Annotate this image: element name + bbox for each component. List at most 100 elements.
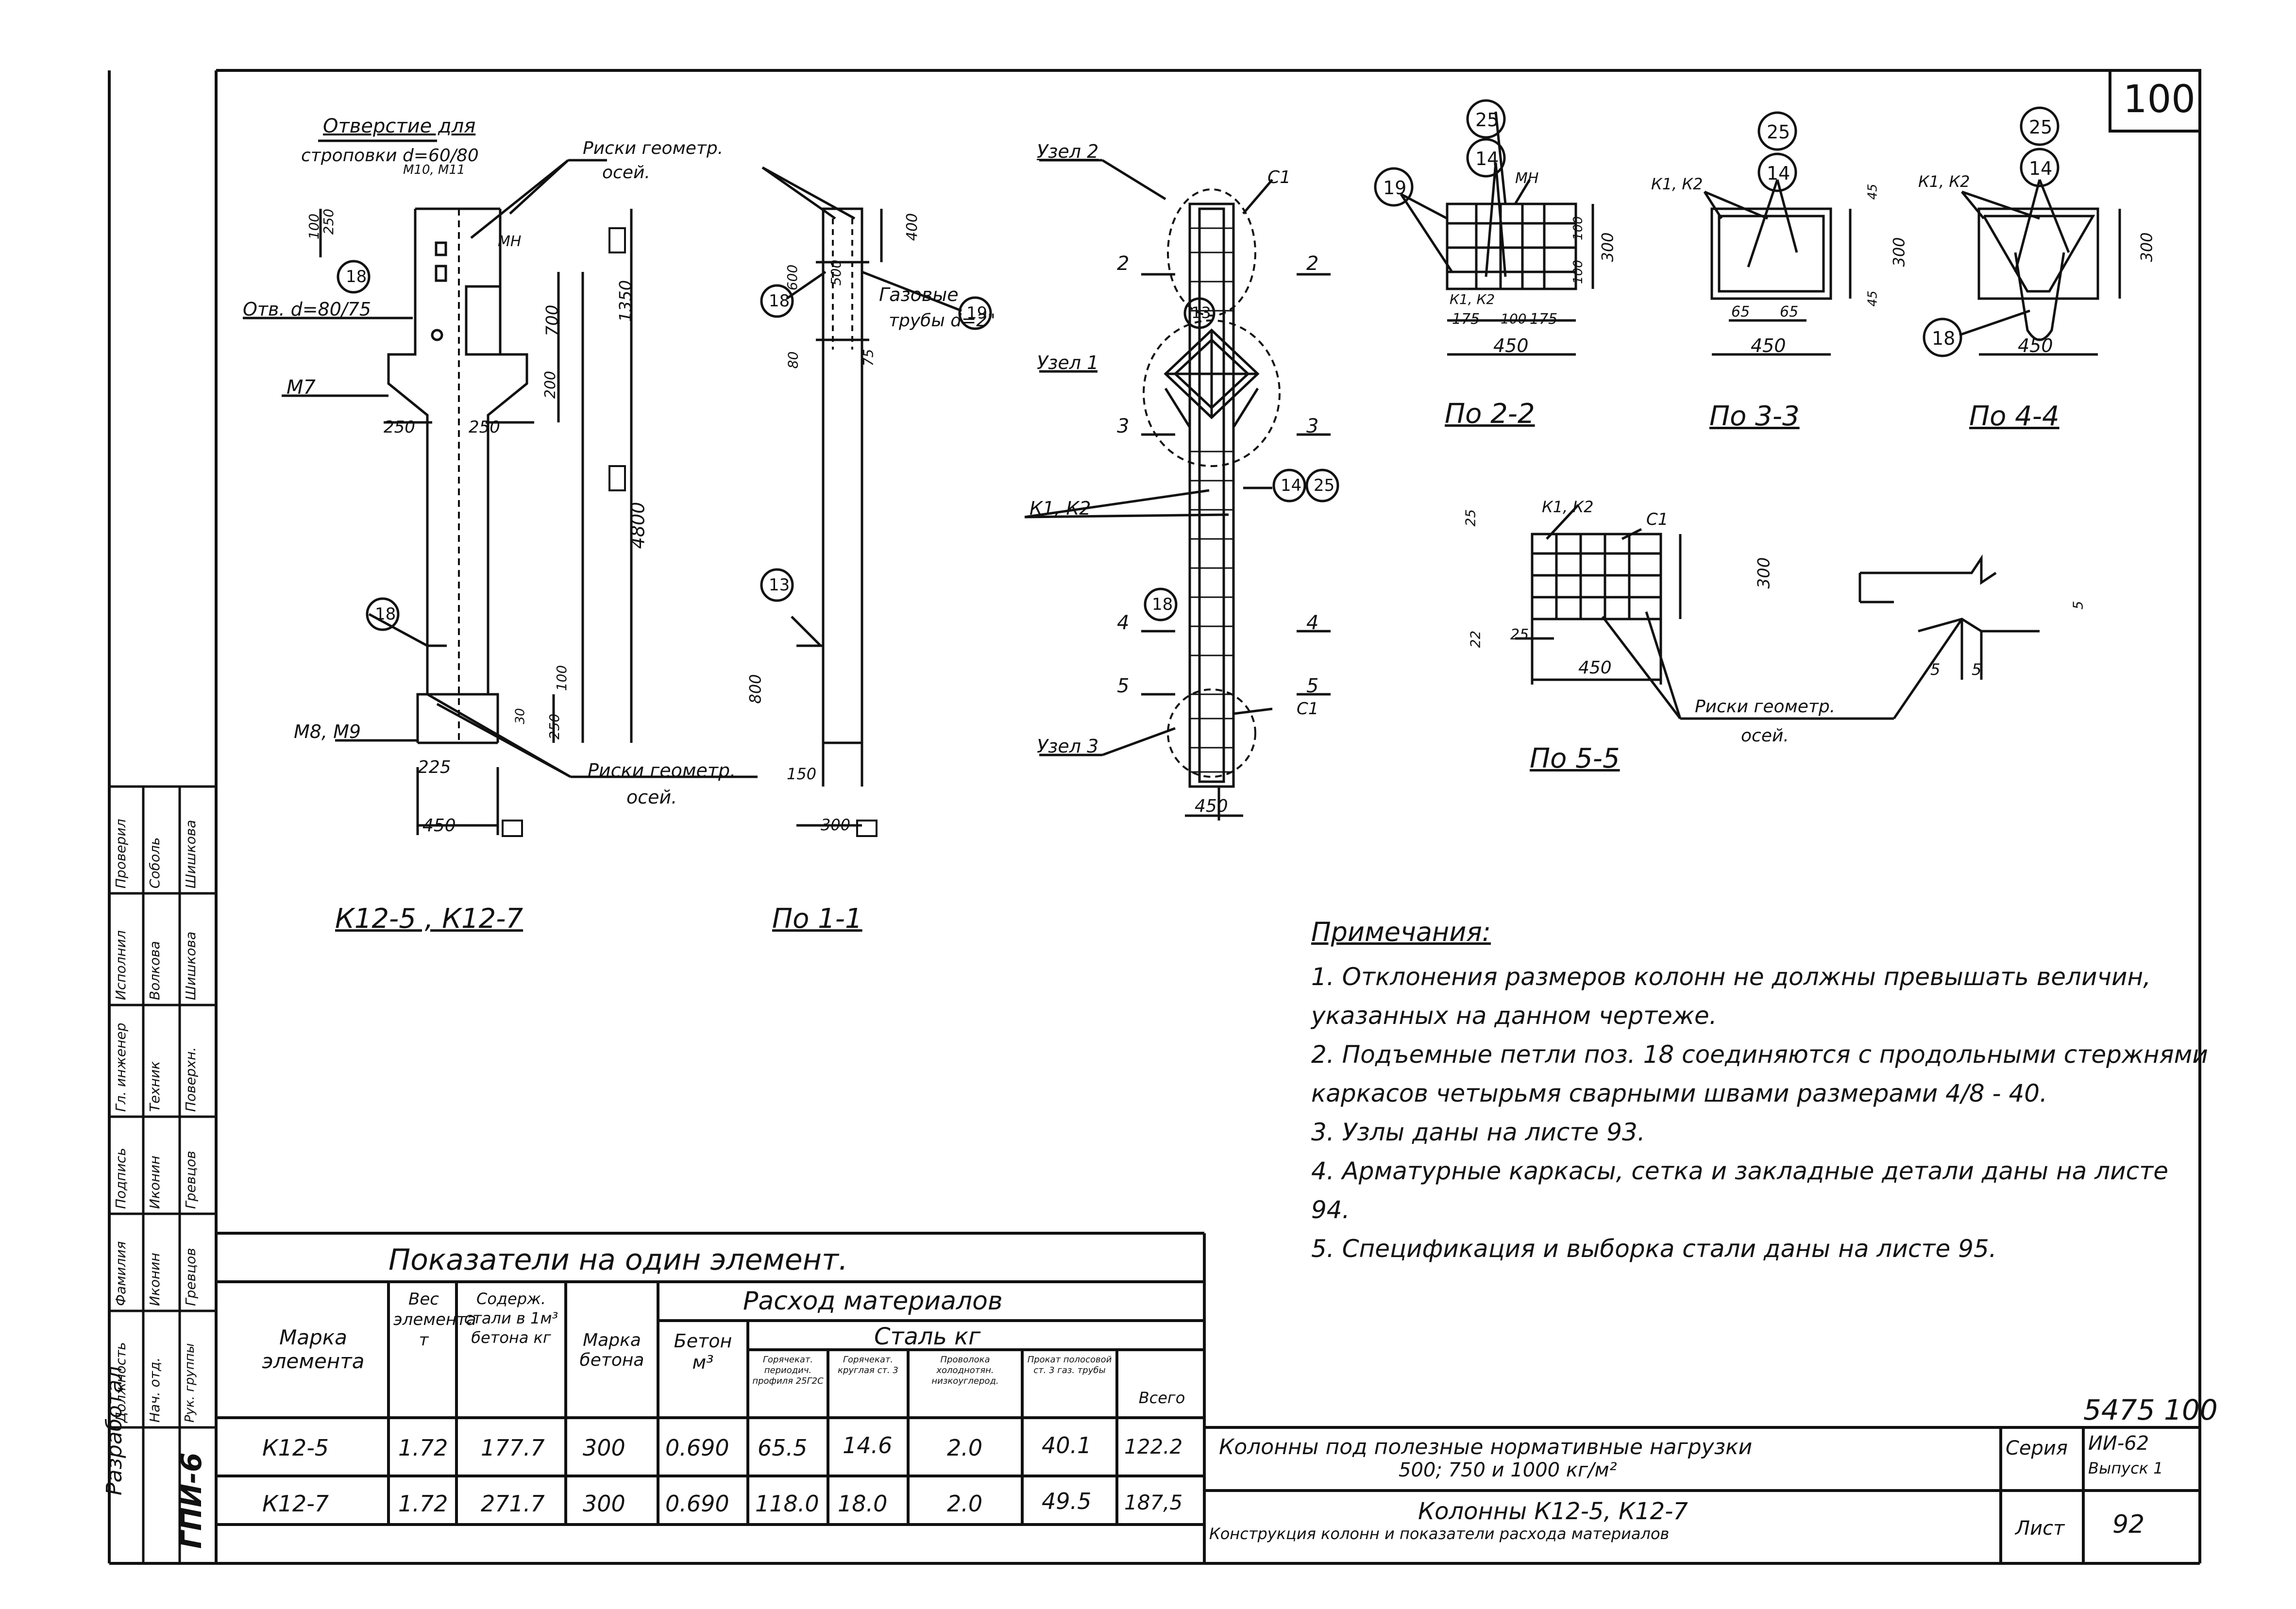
notes-block: Примечания: 1. Отклонения размеров колон…	[1311, 913, 2210, 1268]
stamp-r4-c1: Техник	[147, 1061, 163, 1112]
label-node-2: Узел 2	[1037, 141, 1099, 162]
row2-mark: К12-7	[262, 1491, 329, 1517]
note-2: 2. Подъемные петли поз. 18 соединяются с…	[1311, 1040, 2208, 1107]
label-node-1: Узел 1	[1037, 352, 1099, 373]
title-line-2: 500; 750 и 1000 кг/м²	[1399, 1459, 1617, 1481]
stamp-r6-c1: Соболь	[147, 837, 163, 888]
cut-5-right: 5	[1306, 675, 1319, 697]
note-3: 3. Узлы даны на листе 93.	[1311, 1118, 1645, 1146]
dim-450-reinf: 450	[1195, 796, 1228, 816]
dim-250b: 250	[469, 418, 500, 437]
sheet-label: Лист	[2015, 1517, 2065, 1540]
dim-450-s33: 450	[1751, 335, 1786, 356]
title-code: 5475 100	[2083, 1393, 2218, 1426]
label-k1k2-s22: К1, К2	[1450, 291, 1495, 307]
caption-section-5-5: По 5-5	[1530, 743, 1620, 774]
title-line-1: Колонны под полезные нормативные нагрузк…	[1219, 1435, 1753, 1459]
row1-s1: 65.5	[758, 1435, 808, 1461]
row1-total: 122.2	[1124, 1435, 1183, 1458]
row1-s2: 14.6	[843, 1432, 893, 1458]
pos-18-elev-2: 18	[375, 604, 396, 624]
th-materials: Расход материалов	[743, 1287, 1003, 1316]
label-m7: М7	[287, 376, 316, 399]
label-hole-lifting: Отверстие для	[323, 115, 476, 137]
row1-s3: 2.0	[947, 1435, 983, 1461]
indicators-title: Показатели на один элемент.	[388, 1243, 848, 1277]
row2-s3: 2.0	[947, 1491, 983, 1517]
label-risks-s55-2: осей.	[1741, 726, 1789, 746]
row2-steel-content: 271.7	[481, 1491, 545, 1517]
stamp-r1-c1: Иконин	[147, 1253, 163, 1306]
row1-s4: 40.1	[1042, 1432, 1092, 1458]
row2-weight: 1.72	[398, 1491, 448, 1517]
stamp-r4-c0: Гл. инженер	[113, 1022, 129, 1112]
row1-steel-content: 177.7	[481, 1435, 545, 1461]
cut-5-left: 5	[1117, 675, 1130, 697]
stamp-r3-c1: Гревцов	[183, 1151, 199, 1209]
th-steel-col-3: Проволока холоднотян. низкоуглерод.	[931, 1355, 999, 1386]
dim-65a-s33: 65	[1731, 303, 1750, 320]
pos-14-reinf: 14	[1281, 476, 1302, 495]
label-gas-pipes: Газовые	[879, 284, 959, 305]
title-line-4: Конструкция колонн и показатели расхода …	[1209, 1525, 1670, 1543]
sheet-value: 92	[2112, 1510, 2145, 1539]
label-risks-bottom-2: осей.	[626, 787, 677, 808]
title-line-3: Колонны К12-5, К12-7	[1418, 1498, 1688, 1525]
note-1: 1. Отклонения размеров колонн не должны …	[1311, 963, 2151, 1030]
dim-25a-s55: 25	[1510, 626, 1529, 643]
pos-18-s11: 18	[769, 291, 790, 311]
th-steel-col-1: Горячекат. периодич. профиля 25Г2С	[752, 1355, 824, 1386]
pos-14-s22: 14	[1475, 148, 1499, 169]
cut-3-right: 3	[1306, 415, 1319, 437]
th-steel-col-4: Прокат полосовой ст. 3 газ. трубы	[1027, 1355, 1112, 1375]
dim-450-s44: 450	[2018, 335, 2053, 356]
label-m8m9: М8, М9	[294, 721, 361, 742]
stamp-r6-c0: Проверил	[113, 819, 129, 888]
label-k1k2-s33: К1, К2	[1651, 175, 1703, 193]
row2-total: 187,5	[1124, 1491, 1183, 1514]
th-concrete-mark: Марка бетона	[579, 1330, 644, 1370]
label-risks-s55: Риски геометр.	[1695, 697, 1836, 717]
stamp-r0-c2: Подпись	[113, 1148, 129, 1209]
stamp-r4-c2: Поверхн.	[183, 1047, 199, 1112]
side-org: ГПИ-6	[175, 1452, 208, 1549]
caption-section-1-1: По 1-1	[772, 903, 862, 935]
dim-450: 450	[422, 816, 456, 836]
caption-section-2-2: По 2-2	[1445, 398, 1535, 430]
label-node-3: Узел 3	[1037, 736, 1099, 757]
label-hole-80: Отв. d=80/75	[243, 299, 371, 320]
pos-25-reinf: 25	[1314, 476, 1335, 495]
pos-19-s22: 19	[1383, 177, 1407, 199]
label-hole-lifting-2: строповки d=60/80	[301, 146, 479, 166]
row1-mark: К12-5	[262, 1435, 329, 1461]
pos-18-elev: 18	[346, 267, 367, 286]
th-steel: Сталь кг	[874, 1323, 981, 1350]
label-risks-top-2: осей.	[602, 163, 650, 183]
dim-175b-s22: 175	[1530, 311, 1558, 328]
row2-concrete-mark: 300	[583, 1491, 625, 1517]
cut-3-left: 3	[1117, 415, 1130, 437]
row1-concrete-mark: 300	[583, 1435, 625, 1461]
th-mark: Марка элемента	[262, 1325, 365, 1373]
dim-225: 225	[418, 757, 451, 777]
row2-concrete: 0.690	[665, 1491, 729, 1517]
th-steel-content: Содерж. стали в 1м³ бетона кг	[464, 1290, 558, 1347]
stamp-r2-c0: Рук. группы	[183, 1343, 197, 1423]
dim-5c-s55: 5	[1972, 660, 1982, 679]
pos-25-s44: 25	[2029, 117, 2053, 138]
pos-18-reinf: 18	[1152, 595, 1173, 614]
dim-100-s22: 100	[1501, 311, 1527, 327]
cut-4-right: 4	[1306, 612, 1319, 634]
label-c1-top: С1	[1267, 168, 1291, 187]
note-4: 4. Арматурные каркасы, сетка и закладные…	[1311, 1157, 2169, 1224]
pos-25-s22: 25	[1475, 109, 1499, 131]
label-mn: МН	[498, 233, 522, 250]
